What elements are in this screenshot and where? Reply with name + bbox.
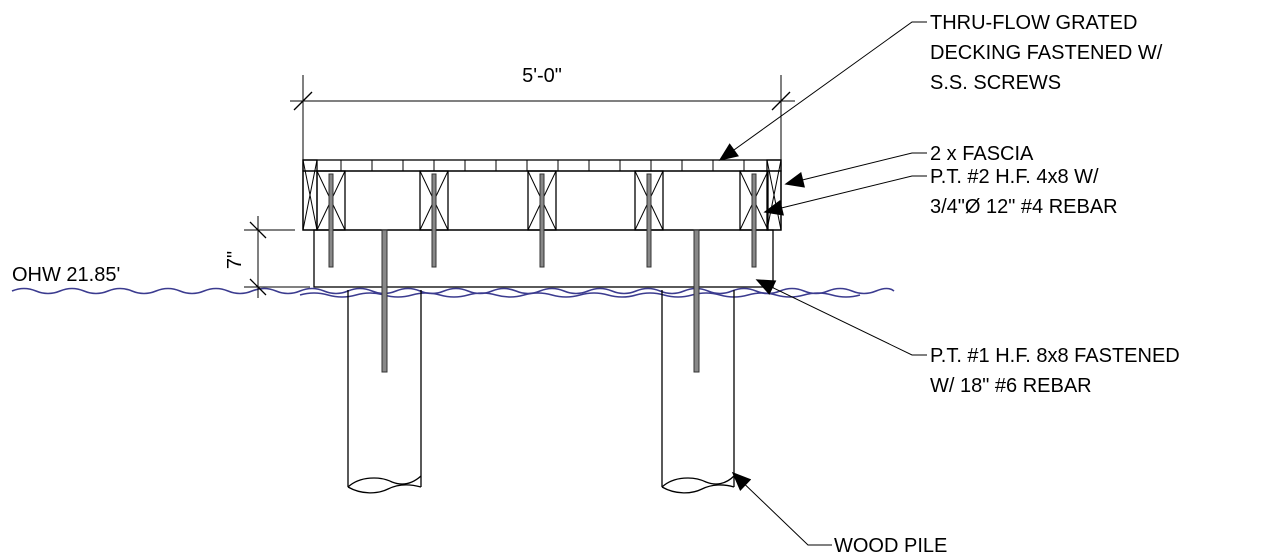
joist-rebar-1 xyxy=(328,173,334,268)
pile-rebar-right xyxy=(693,229,700,373)
beam-leader xyxy=(755,279,927,356)
pile-leader xyxy=(731,471,832,546)
ohw-label: OHW 21.85' xyxy=(12,264,120,286)
callout-beam: P.T. #1 H.F. 8x8 FASTENED W/ 18" #6 REBA… xyxy=(930,345,1180,397)
svg-text:DECKING FASTENED W/: DECKING FASTENED W/ xyxy=(930,42,1163,64)
callout-decking: THRU-FLOW GRATED DECKING FASTENED W/ S.S… xyxy=(930,12,1163,94)
width-dimension: 5'-0" xyxy=(290,65,795,160)
svg-text:2 x FASCIA: 2 x FASCIA xyxy=(930,143,1034,165)
water-line: OHW 21.85' xyxy=(11,264,895,298)
joist-rebar-2 xyxy=(431,173,437,268)
height-dimension: 7" xyxy=(224,216,310,298)
fascia-leader xyxy=(784,152,927,188)
callout-joist: P.T. #2 H.F. 4x8 W/ 3/4"Ø 12" #4 REBAR xyxy=(930,166,1118,218)
joist-rebar-4 xyxy=(646,173,652,268)
joist-leader xyxy=(763,175,927,216)
svg-text:THRU-FLOW GRATED: THRU-FLOW GRATED xyxy=(930,12,1137,34)
wood-pile-right xyxy=(661,229,735,494)
fascia-right xyxy=(766,159,782,231)
wood-pile-left xyxy=(347,229,422,494)
svg-text:3/4"Ø 12" #4 REBAR: 3/4"Ø 12" #4 REBAR xyxy=(930,196,1118,218)
deck-assembly xyxy=(302,159,782,288)
grated-decking xyxy=(302,159,782,172)
height-dimension-label: 7" xyxy=(224,251,246,269)
callout-fascia: 2 x FASCIA xyxy=(930,143,1034,165)
svg-text:S.S. SCREWS: S.S. SCREWS xyxy=(930,72,1061,94)
grating-bars xyxy=(340,160,745,171)
joist-rebar-3 xyxy=(539,173,545,268)
callout-pile: WOOD PILE xyxy=(834,535,947,557)
leaders xyxy=(718,21,927,546)
pile-rebar-left xyxy=(381,229,388,373)
svg-text:P.T. #2 H.F. 4x8 W/: P.T. #2 H.F. 4x8 W/ xyxy=(930,166,1099,188)
svg-text:W/ 18" #6 REBAR: W/ 18" #6 REBAR xyxy=(930,375,1092,397)
width-dimension-label: 5'-0" xyxy=(522,65,562,87)
decking-leader xyxy=(718,21,927,161)
svg-text:WOOD PILE: WOOD PILE xyxy=(834,535,947,557)
joist-rebar-5 xyxy=(751,173,757,268)
svg-text:P.T. #1 H.F. 8x8 FASTENED: P.T. #1 H.F. 8x8 FASTENED xyxy=(930,345,1180,367)
